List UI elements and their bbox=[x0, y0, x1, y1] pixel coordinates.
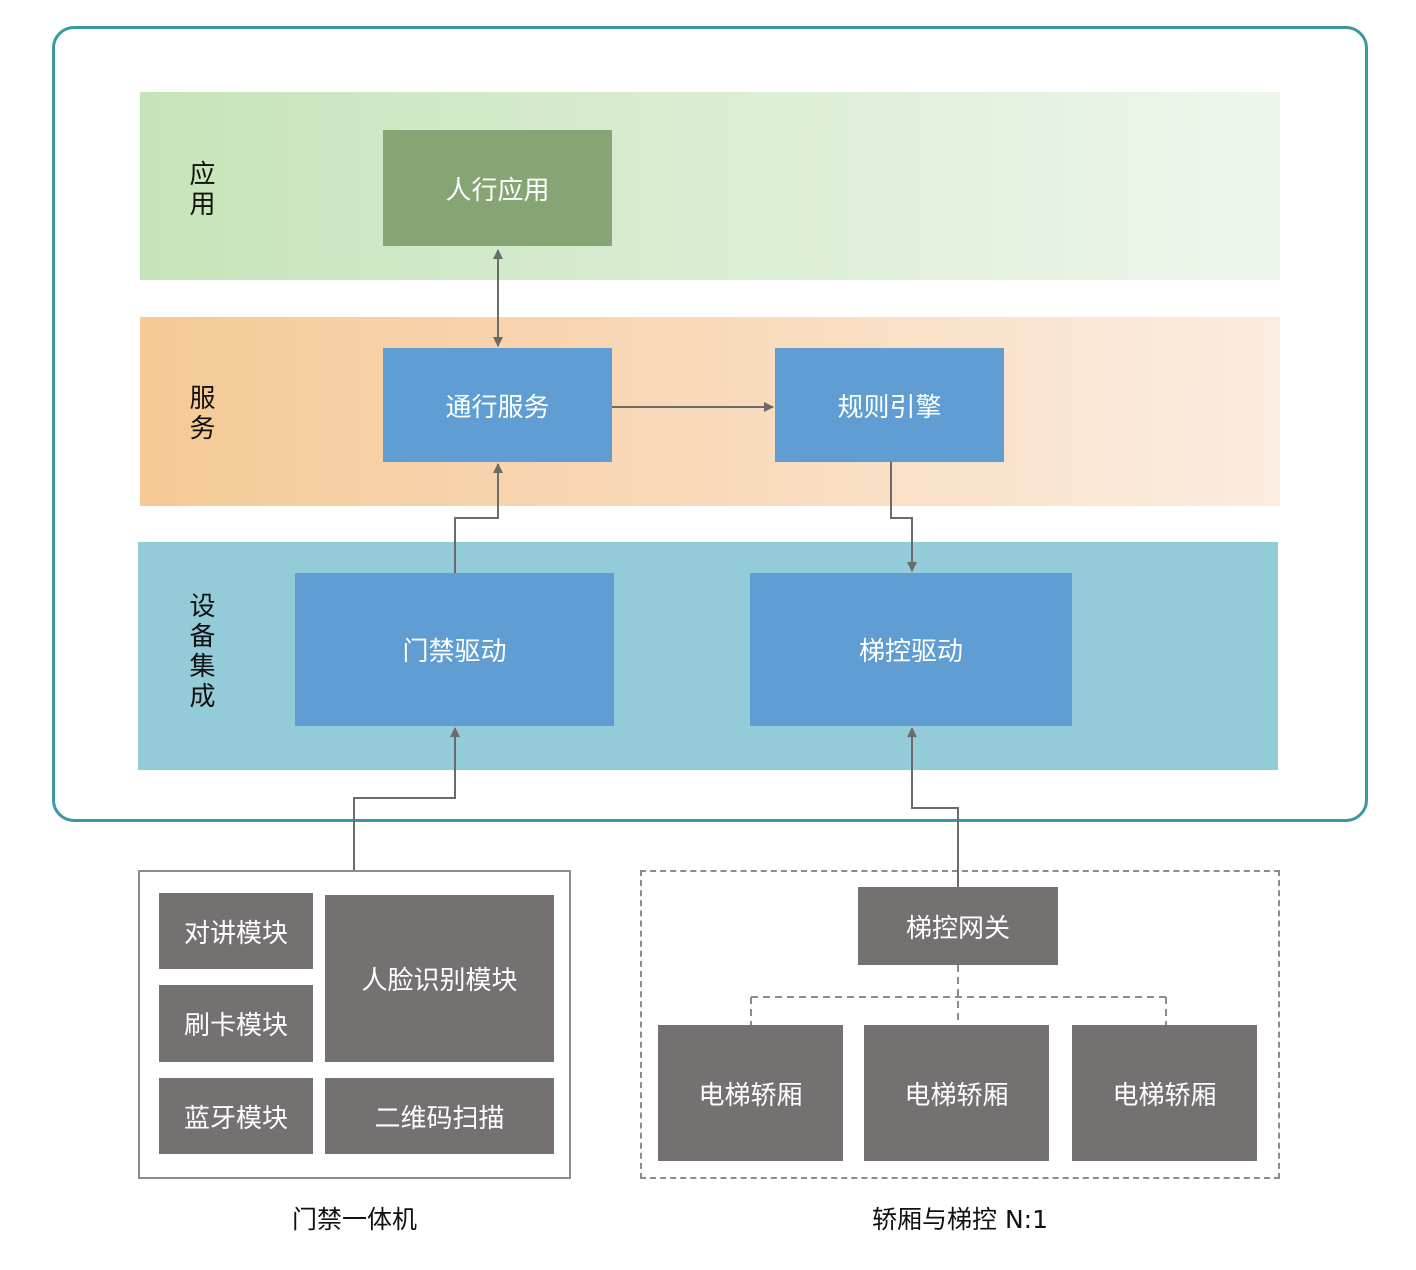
service-layer-label: 服务 bbox=[185, 384, 215, 444]
door-access-unit-group bbox=[138, 870, 571, 1179]
bluetooth-module: 蓝牙模块 bbox=[159, 1078, 313, 1154]
application-layer bbox=[140, 92, 1280, 280]
elevator-gateway-node: 梯控网关 bbox=[858, 887, 1058, 965]
elevator-car-2: 电梯轿厢 bbox=[864, 1025, 1049, 1161]
arrow-door-unit-driver bbox=[353, 727, 460, 870]
elevator-car-3: 电梯轿厢 bbox=[1072, 1025, 1257, 1161]
system-frame bbox=[52, 26, 1368, 822]
card-swipe-module: 刷卡模块 bbox=[159, 985, 313, 1062]
elevator-car-1: 电梯轿厢 bbox=[658, 1025, 843, 1161]
arrow-door-driver-service bbox=[454, 463, 503, 573]
arrow-rule-elevator-driver bbox=[890, 462, 917, 572]
service-layer bbox=[140, 317, 1280, 506]
access-service-node: 通行服务 bbox=[383, 348, 612, 462]
qr-scan-module: 二维码扫描 bbox=[325, 1078, 554, 1154]
arrow-gateway-elevator-driver bbox=[907, 727, 959, 887]
elevator-group bbox=[640, 870, 1280, 1179]
intercom-module: 对讲模块 bbox=[159, 893, 313, 969]
face-recognition-module: 人脸识别模块 bbox=[325, 895, 554, 1062]
elevator-driver-node: 梯控驱动 bbox=[750, 573, 1072, 726]
door-driver-node: 门禁驱动 bbox=[295, 573, 614, 726]
rule-engine-node: 规则引擎 bbox=[775, 348, 1004, 462]
device-layer-label: 设备集成 bbox=[185, 592, 215, 712]
door-access-unit-caption: 门禁一体机 bbox=[291, 1205, 417, 1234]
pedestrian-app-node: 人行应用 bbox=[383, 130, 612, 246]
application-layer-label: 应用 bbox=[185, 160, 215, 220]
elevator-group-caption: 轿厢与梯控 N:1 bbox=[872, 1205, 1048, 1234]
